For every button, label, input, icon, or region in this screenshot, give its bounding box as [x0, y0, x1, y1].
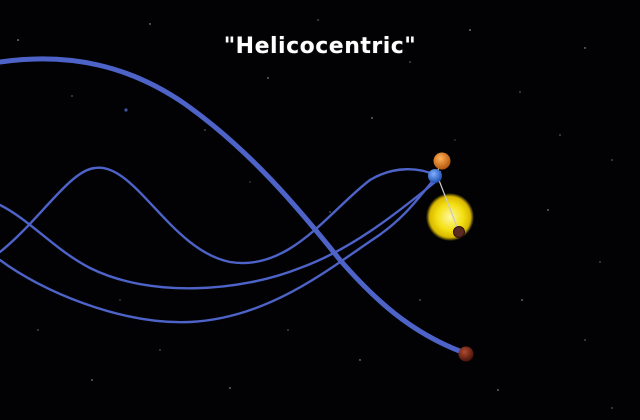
orbit-trail-upper: [0, 166, 437, 265]
starfield: [17, 19, 613, 409]
planet-blue-icon: [428, 169, 442, 183]
orbit-trail-middle: [0, 176, 442, 290]
orbit-trails: [0, 56, 465, 355]
sun: [426, 193, 474, 241]
orbit-trail-lower: [0, 170, 442, 324]
sun-icon: [426, 193, 474, 241]
orbit-trail-wide: [0, 56, 465, 355]
planet-orange-icon: [433, 152, 451, 170]
planet-dark-icon: [453, 226, 465, 238]
planet-red-icon: [458, 346, 474, 362]
page-title: "Helicocentric": [223, 34, 417, 59]
